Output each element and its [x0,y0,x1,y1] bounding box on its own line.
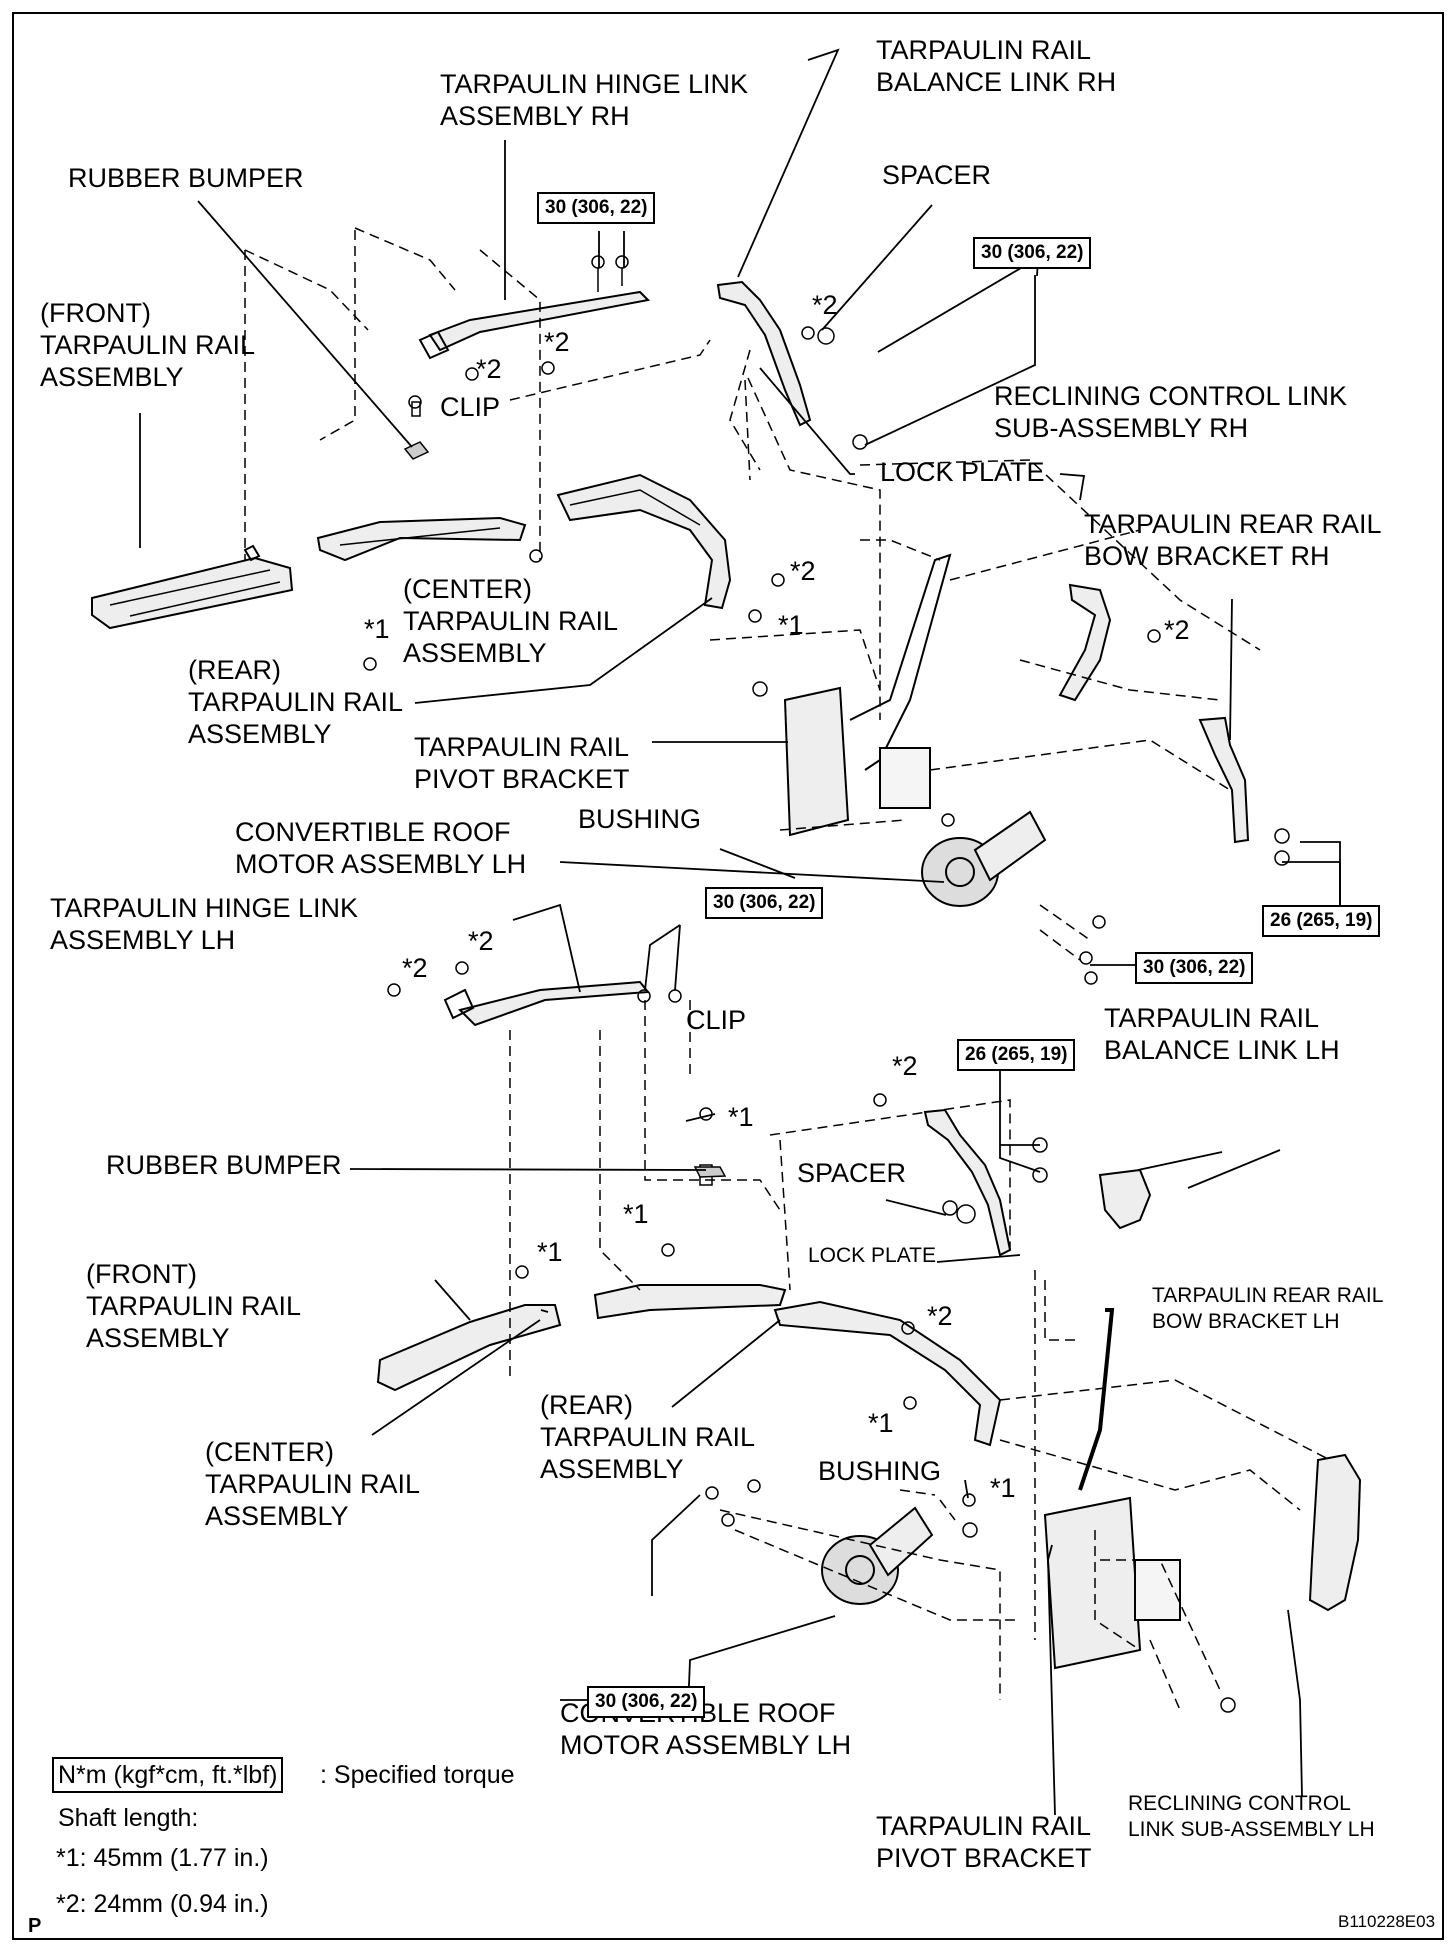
torque-box-hinge-rh: 30 (306, 22) [537,192,656,224]
label-lock-plate-lh: LOCK PLATE [808,1244,936,1267]
pivot-bracket-rh [783,553,952,837]
front-rail-rh [91,544,294,630]
mark-star2: *2 [476,354,502,384]
rear-rail-lh [773,1300,1002,1447]
rear-bow-bracket-rh [1198,716,1250,844]
hinge-link-lh [443,980,650,1027]
mark-star2: *2 [812,290,838,320]
center-rail-rh [316,516,527,562]
legend-shaft-2: *2: 24mm (0.94 in.) [56,1890,269,1918]
label-balance-link-rh: TARPAULIN RAIL BALANCE LINK RH [876,35,1117,97]
label-front-rail-lh: (FRONT) TARPAULIN RAIL ASSEMBLY [86,1259,302,1353]
label-front-rail-rh: (FRONT) TARPAULIN RAIL ASSEMBLY [40,298,256,392]
label-spacer-rh: SPACER [882,160,992,190]
label-bushing-lh: BUSHING [818,1456,942,1486]
pivot-bracket-lh [1043,1308,1181,1670]
label-reclining-link-lh: RECLINING CONTROL LINK SUB-ASSEMBLY LH [1128,1792,1375,1841]
legend-shaft-title: Shaft length: [58,1804,199,1832]
label-rubber-bumper-lh: RUBBER BUMPER [106,1150,342,1180]
mark-star1: *1 [537,1237,563,1267]
label-clip-lh: CLIP [686,1005,747,1035]
label-spacer-lh: SPACER [797,1158,907,1188]
label-motor-lh: CONVERTIBLE ROOF MOTOR ASSEMBLY LH [560,1698,852,1760]
label-hinge-link-lh: TARPAULIN HINGE LINK ASSEMBLY LH [50,893,359,955]
torque-box-hinge-lh: 30 (306, 22) [705,887,824,919]
legend-unit-text: : Specified torque [320,1761,515,1789]
mark-star1: *1 [778,610,804,640]
label-hinge-link-rh: TARPAULIN HINGE LINK ASSEMBLY RH [440,69,749,131]
balance-link-rh [716,280,812,427]
mark-star1: *1 [868,1408,894,1438]
label-center-rail-lh: (CENTER) TARPAULIN RAIL ASSEMBLY [205,1437,421,1531]
label-bushing-rh: BUSHING [578,804,702,834]
label-rear-bow-bracket-rh: TARPAULIN REAR RAIL BOW BRACKET RH [1084,509,1382,571]
label-pivot-bracket-lh: TARPAULIN RAIL PIVOT BRACKET [876,1811,1092,1873]
page-mark: P [28,1915,42,1937]
mark-star2: *2 [892,1051,918,1081]
front-rail-lh [376,1304,562,1392]
mark-star1: *1 [990,1473,1016,1503]
torque-box-balance-rh: 30 (306, 22) [973,237,1092,269]
label-center-rail-rh: (CENTER) TARPAULIN RAIL ASSEMBLY [403,574,619,668]
reclining-link-rh [1058,583,1112,702]
torque-box-nut-rh: 26 (265, 19) [1262,905,1381,937]
label-rear-rail-rh: (REAR) TARPAULIN RAIL ASSEMBLY [188,655,404,749]
legend-unit-box: N*m (kgf*cm, ft.*lbf) [52,1757,284,1793]
torque-box-nut-lh: 26 (265, 19) [957,1039,1076,1071]
center-rail-lh [593,1284,787,1320]
label-rear-bow-bracket-lh: TARPAULIN REAR RAIL BOW BRACKET LH [1152,1284,1384,1333]
label-motor-rh: CONVERTIBLE ROOF MOTOR ASSEMBLY LH [235,817,527,879]
reclining-link-lh [1308,1453,1362,1612]
label-balance-link-lh: TARPAULIN RAIL BALANCE LINK LH [1104,1003,1340,1065]
mark-star1: *1 [364,614,390,644]
figure-code: B110228E03 [1338,1912,1436,1931]
balance-link-lh [923,1108,1012,1257]
mark-star2: *2 [402,953,428,983]
motor-lh [821,1506,934,1605]
torque-box-motor-lh: 30 (306, 22) [587,1686,706,1718]
diagram-frame [12,12,1444,1940]
mark-star1: *1 [728,1102,754,1132]
rear-bow-bracket-lh [1098,1168,1152,1230]
mark-star1: *1 [623,1199,649,1229]
mark-star2: *2 [1164,615,1190,645]
label-clip-rh: CLIP [440,392,501,422]
label-rubber-bumper-rh: RUBBER BUMPER [68,163,304,193]
label-lock-plate-rh: LOCK PLATE [880,457,1045,487]
label-pivot-bracket-rh: TARPAULIN RAIL PIVOT BRACKET [414,732,630,794]
label-reclining-link-rh: RECLINING CONTROL LINK SUB-ASSEMBLY RH [994,381,1348,443]
label-rear-rail-lh: (REAR) TARPAULIN RAIL ASSEMBLY [540,1390,756,1484]
hinge-link-rh [418,290,651,360]
rear-rail-rh [556,473,732,610]
legend-shaft-1: *1: 45mm (1.77 in.) [56,1844,269,1872]
mark-star2: *2 [544,327,570,357]
motor-rh [921,810,1047,907]
mark-star2: *2 [790,556,816,586]
mark-star2: *2 [468,926,494,956]
torque-box-motor-rh: 30 (306, 22) [1135,952,1254,984]
mark-star2: *2 [927,1301,953,1331]
